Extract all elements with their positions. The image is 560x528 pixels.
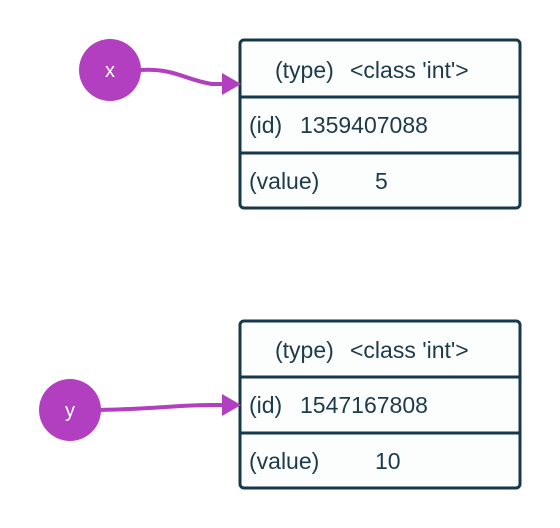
arrow-line [138,67,226,86]
id-value: 1359407088 [300,112,428,138]
id-value: 1547167808 [300,392,428,418]
value-value: 5 [375,168,388,194]
value-value: 10 [375,448,401,474]
variable-circle [39,379,101,441]
arrowhead-icon [222,73,241,95]
id-label: (id) [249,392,282,418]
arrowhead-icon [222,394,241,416]
object-box-y: (type) <class 'int'> (id) 1547167808 (va… [238,319,522,490]
value-label: (value) [249,168,319,194]
type-value: <class 'int'> [350,337,469,363]
arrow-line [98,403,226,412]
value-label: (value) [249,448,319,474]
variable-circle [79,39,141,101]
variable-node-y: y [39,379,101,441]
variable-name: y [65,400,75,422]
id-label: (id) [249,112,282,138]
reference-arrow-y [98,394,241,416]
type-label: (type) [275,57,334,83]
reference-arrow-x [138,67,241,95]
object-box-x: (type) <class 'int'> (id) 1359407088 (va… [238,38,522,210]
type-value: <class 'int'> [350,57,469,83]
variable-node-x: x [79,39,141,101]
type-label: (type) [275,337,334,363]
object-box-frame [238,38,522,210]
variable-name: x [105,60,115,82]
